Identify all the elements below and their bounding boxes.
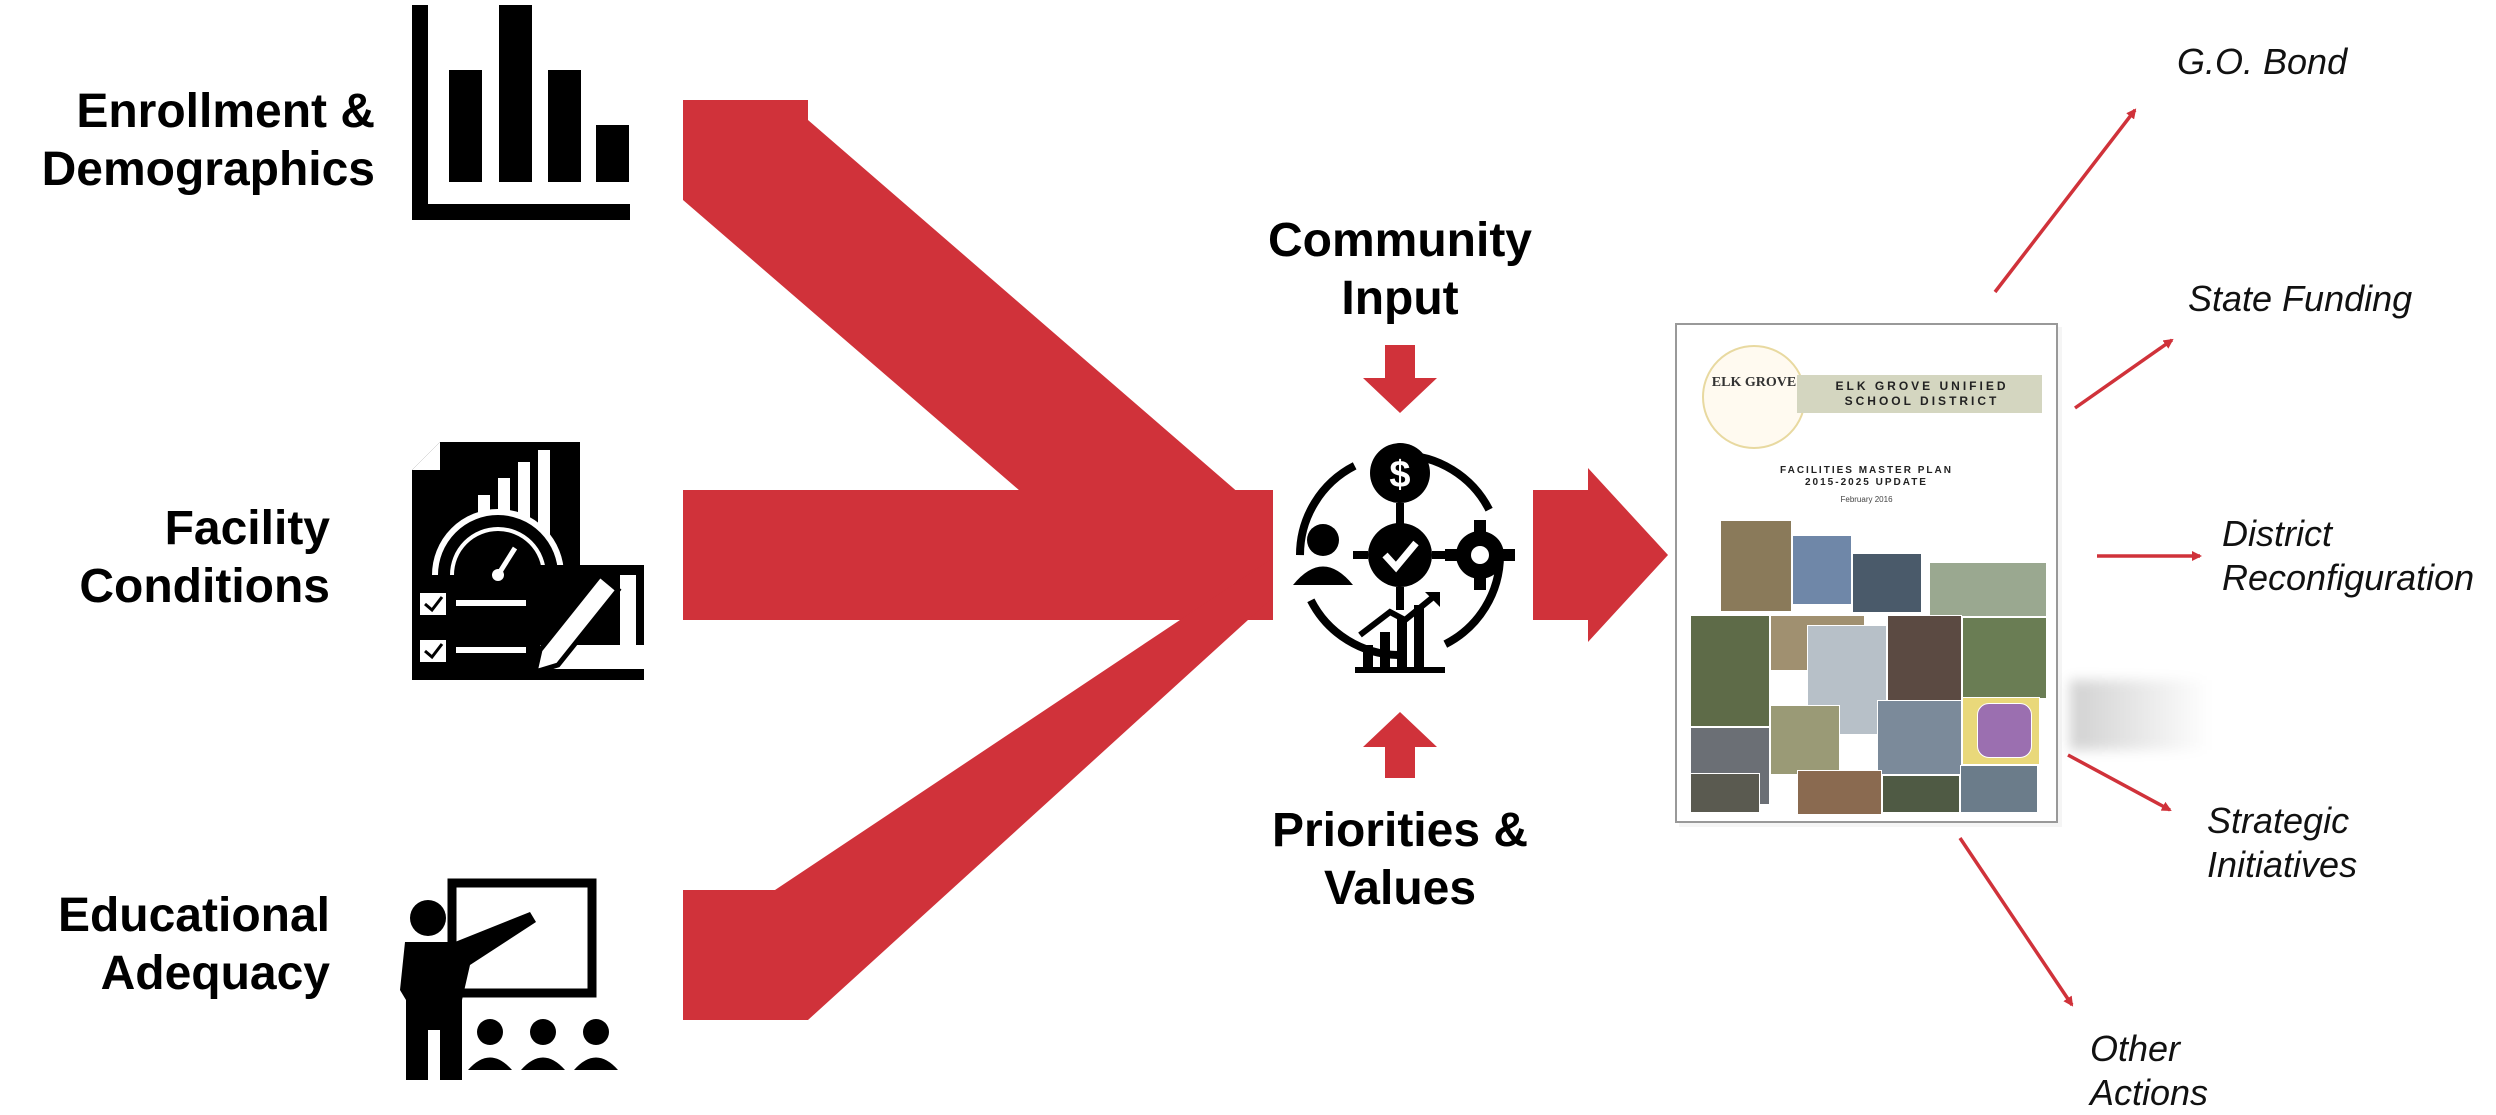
photo-tile — [1690, 773, 1760, 813]
facility-report-icon — [412, 442, 644, 680]
photo-tile — [1807, 625, 1887, 735]
photo-tile — [1770, 705, 1840, 775]
photo-tile — [1962, 617, 2047, 699]
document-shadow — [2070, 680, 2210, 750]
photo-tile — [1887, 615, 1962, 705]
arrow-band-middle — [683, 490, 1273, 620]
label-priorities-values: Priorities & Values — [1271, 804, 1529, 915]
district-name: ELK GROVE UNIFIED SCHOOL DISTRICT — [1835, 379, 2009, 408]
photo-tile — [1852, 553, 1922, 613]
plan-title: FACILITIES MASTER PLAN 2015-2025 UPDATE — [1780, 465, 1953, 488]
label-community-input: Community Input — [1268, 214, 1532, 325]
seal-text: ELK GROVE — [1711, 375, 1797, 390]
output-arrow — [1533, 468, 1668, 642]
connector-strategic — [2067, 753, 2172, 812]
bar-chart-icon — [412, 5, 630, 220]
district-map — [1977, 703, 2032, 758]
photo-tile — [1929, 562, 2047, 617]
output-strategic-initiatives: Strategic Initiatives — [2207, 800, 2358, 885]
plan-date: February 2016 — [1840, 495, 1893, 504]
priorities-arrow — [1363, 712, 1437, 778]
district-banner — [1797, 375, 2042, 413]
decision-hub-icon: $ — [1293, 443, 1515, 673]
community-input-arrow — [1363, 345, 1437, 413]
output-go-bond: G.O. Bond — [2177, 41, 2348, 82]
output-state-funding: State Funding — [2188, 278, 2413, 319]
label-facility-conditions: Facility Conditions — [79, 502, 330, 613]
photo-tile — [1882, 775, 1960, 813]
photo-tile — [1797, 770, 1882, 815]
document-cover: ELK GROVE ELK GROVE UNIFIED SCHOOL DISTR… — [1675, 323, 2058, 823]
connector-other — [1958, 837, 2074, 1007]
label-educational-adequacy: Educational Adequacy — [57, 889, 330, 1000]
connector-go-bond — [1993, 108, 2137, 294]
output-district-reconfiguration: District Reconfiguration — [2222, 513, 2475, 598]
arrow-band-top — [683, 100, 1270, 560]
photo-tile — [1690, 615, 1770, 727]
output-other-actions: Other Actions — [2090, 1028, 2209, 1113]
connector-state-funding — [2073, 338, 2174, 410]
svg-text:$: $ — [1389, 454, 1410, 496]
district-seal: ELK GROVE — [1702, 345, 1806, 449]
photo-tile — [1792, 535, 1852, 605]
teacher-icon — [400, 878, 618, 1080]
label-enrollment-demographics: Enrollment & Demographics — [41, 85, 375, 196]
photo-tile — [1877, 700, 1962, 775]
arrow-band-bottom — [683, 560, 1270, 1020]
photo-tile — [1720, 520, 1792, 612]
photo-tile — [1960, 765, 2038, 813]
